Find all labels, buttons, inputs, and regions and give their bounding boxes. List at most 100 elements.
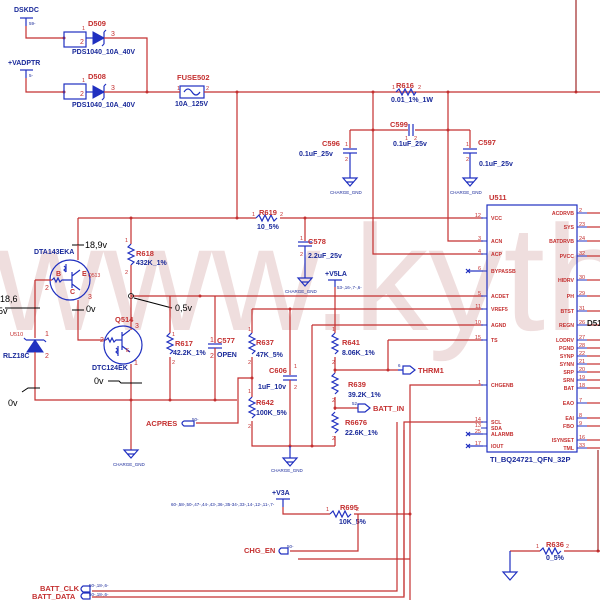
svg-text:CHARGE_GND: CHARGE_GND xyxy=(285,289,318,294)
c577-ref: C577 xyxy=(217,336,235,345)
svg-text:1: 1 xyxy=(326,507,329,513)
ic-left-pin-number: 12 xyxy=(475,213,481,219)
net-chg-en: CHG_EN 50- xyxy=(244,544,294,555)
net-thrm1: 6 THRM1 xyxy=(398,363,444,375)
net-v5la-ref: 53-,16-,7-,6- xyxy=(337,285,362,290)
ic-right-pin-name-eai: EAI xyxy=(565,416,574,422)
ic-left-pin-name-acp: ACP xyxy=(491,252,502,258)
svg-text:CHARGE_GND: CHARGE_GND xyxy=(271,468,304,473)
d508-ref: D508 xyxy=(88,72,106,81)
ic-right-pin-number: 30 xyxy=(579,275,585,281)
svg-text:2: 2 xyxy=(172,360,175,366)
ic-left-pin-number: 11 xyxy=(475,304,481,310)
ic-right-pin-name-pvcc: PVCC xyxy=(560,254,575,260)
svg-text:2: 2 xyxy=(345,157,348,163)
svg-text:E: E xyxy=(126,348,130,354)
svg-text:3: 3 xyxy=(88,294,92,301)
svg-text:1: 1 xyxy=(332,327,335,333)
u510-ref: U510 xyxy=(10,332,23,338)
svg-text:C: C xyxy=(70,289,75,296)
d509-value: PDS1040_10A_40V xyxy=(72,49,135,56)
svg-text:1: 1 xyxy=(248,389,251,395)
r639-value: 39.2K_1% xyxy=(348,392,381,399)
net-vadptr-label: +VADPTR xyxy=(8,60,40,67)
ic-right-pin-name-regn: REGN xyxy=(559,323,574,329)
ic-right-pin-name-bat: BAT xyxy=(564,386,575,392)
r616-ref: R616 xyxy=(396,81,414,90)
net-batt-in: 52 BATT_IN xyxy=(352,401,404,413)
ic-right-pin-number: 31 xyxy=(579,306,585,312)
ic-right-pin-name-ph: PH xyxy=(567,294,574,300)
svg-text:2: 2 xyxy=(332,360,335,366)
diode-d508: 1 2 D508 3 PDS1040_10A_40V xyxy=(63,72,135,109)
svg-text:1: 1 xyxy=(252,212,255,218)
ic-right-pin-name-synp: SYNP xyxy=(560,354,575,360)
ic-left-pin-number: 3 xyxy=(478,236,481,242)
ic-right-pin-name-isynset: ISYNSET xyxy=(552,438,575,444)
r616-value: 0.01_1%_1W xyxy=(391,97,433,104)
ic-right-pin-name-synn: SYNN xyxy=(560,362,575,368)
r642-ref: R642 xyxy=(256,398,274,407)
svg-text:2: 2 xyxy=(466,157,469,163)
ic-left-pin-number: 13 xyxy=(475,423,481,429)
ic-right-pin-number: 32 xyxy=(579,251,585,257)
resistor-r695: 1 R695 2 10K_5% xyxy=(326,503,367,526)
ic-left-pin-name-acn: ACN xyxy=(491,239,502,245)
c596-value: 0.1uF_25v xyxy=(299,151,333,158)
svg-text:2: 2 xyxy=(45,285,49,292)
r695-ref: R695 xyxy=(340,503,358,512)
resistor-r617: 1 R617 42.2K_1% 2 xyxy=(165,332,206,366)
net-batt-data-ref: 50-,18-,6- xyxy=(89,592,109,597)
net-v3a: +V3A 60-,58-,50-,47-,44-,43-,36-,35-34-,… xyxy=(171,490,290,507)
ic-left-pin-number: 1 xyxy=(478,380,481,386)
net-batt-clk: BATT_CLK 50-,18-,6- xyxy=(40,583,109,593)
r695-value: 10K_5% xyxy=(339,519,367,526)
ic-right-pin-number: 16 xyxy=(579,435,585,441)
ic-right-pin-number: 22 xyxy=(579,351,585,357)
voltage-readout-0-5v: 0,5v xyxy=(133,297,193,313)
svg-text:B: B xyxy=(56,271,61,278)
zener-u510: U510 1 RLZ18C 2 xyxy=(3,331,49,360)
svg-text:2: 2 xyxy=(332,398,335,404)
ic-part-number: TI_BQ24721_QFN_32P xyxy=(490,455,570,464)
ic-left-pin-name-acdet: ACDET xyxy=(491,294,510,300)
ic-left-pin-name-vref5: VREF5 xyxy=(491,307,508,313)
svg-text:1: 1 xyxy=(172,332,175,338)
net-dskdc-ref: 59- xyxy=(29,21,36,26)
resistor-r619: 1 R619 2 10_5% xyxy=(252,208,283,231)
capacitor-c599: C599 1 2 0.1uF_25v xyxy=(390,120,427,148)
net-dskdc-label: DSKDC xyxy=(14,7,39,14)
ic-left-pin-number: 15 xyxy=(475,335,481,341)
c606-value: 1uF_10v xyxy=(258,384,286,391)
ic-ref: U511 xyxy=(489,193,507,202)
ic-left-pin-number: 5 xyxy=(478,291,481,297)
svg-text:2: 2 xyxy=(356,507,359,513)
net-batt-in-ref: 52 xyxy=(352,401,358,406)
q513-value: DTA143EKA xyxy=(34,249,74,256)
c599-ref: C599 xyxy=(390,120,408,129)
net-chg-en-label: CHG_EN xyxy=(244,546,275,555)
svg-text:3: 3 xyxy=(111,31,115,38)
d512-ref: D512 xyxy=(587,319,600,328)
ic-right-pin-number: 7 xyxy=(579,398,582,404)
svg-text:E: E xyxy=(82,271,87,278)
svg-text:1: 1 xyxy=(466,142,469,148)
ic-right-pin-number: 28 xyxy=(579,343,585,349)
voltage-readout-0v-q514: 0v xyxy=(94,376,142,386)
svg-text:3: 3 xyxy=(135,323,139,330)
svg-text:2: 2 xyxy=(248,360,251,366)
ic-right-pin-name-lodrv: LODRV xyxy=(556,338,575,344)
ic-right-pin-name-batdrvb: BATDRVB xyxy=(549,239,574,245)
ic-right-pin-number: 23 xyxy=(579,222,585,228)
svg-text:18,9v: 18,9v xyxy=(85,240,108,250)
ic-left-pin-number: 6 xyxy=(478,266,481,272)
ic-right-pin-name-tml: TML xyxy=(563,446,574,452)
ic-left-pin-name-iout: IOUT xyxy=(491,444,504,450)
ic-right-pin-name-sys: SYS xyxy=(564,225,575,231)
ground-charge-gnd-c578: CHARGE_GND xyxy=(285,277,318,294)
net-thrm1-label: THRM1 xyxy=(418,366,444,375)
net-batt-clk-ref: 50-,18-,6- xyxy=(89,583,109,588)
svg-text:2: 2 xyxy=(248,424,251,430)
r617-value: 42.2K_1% xyxy=(173,350,206,357)
